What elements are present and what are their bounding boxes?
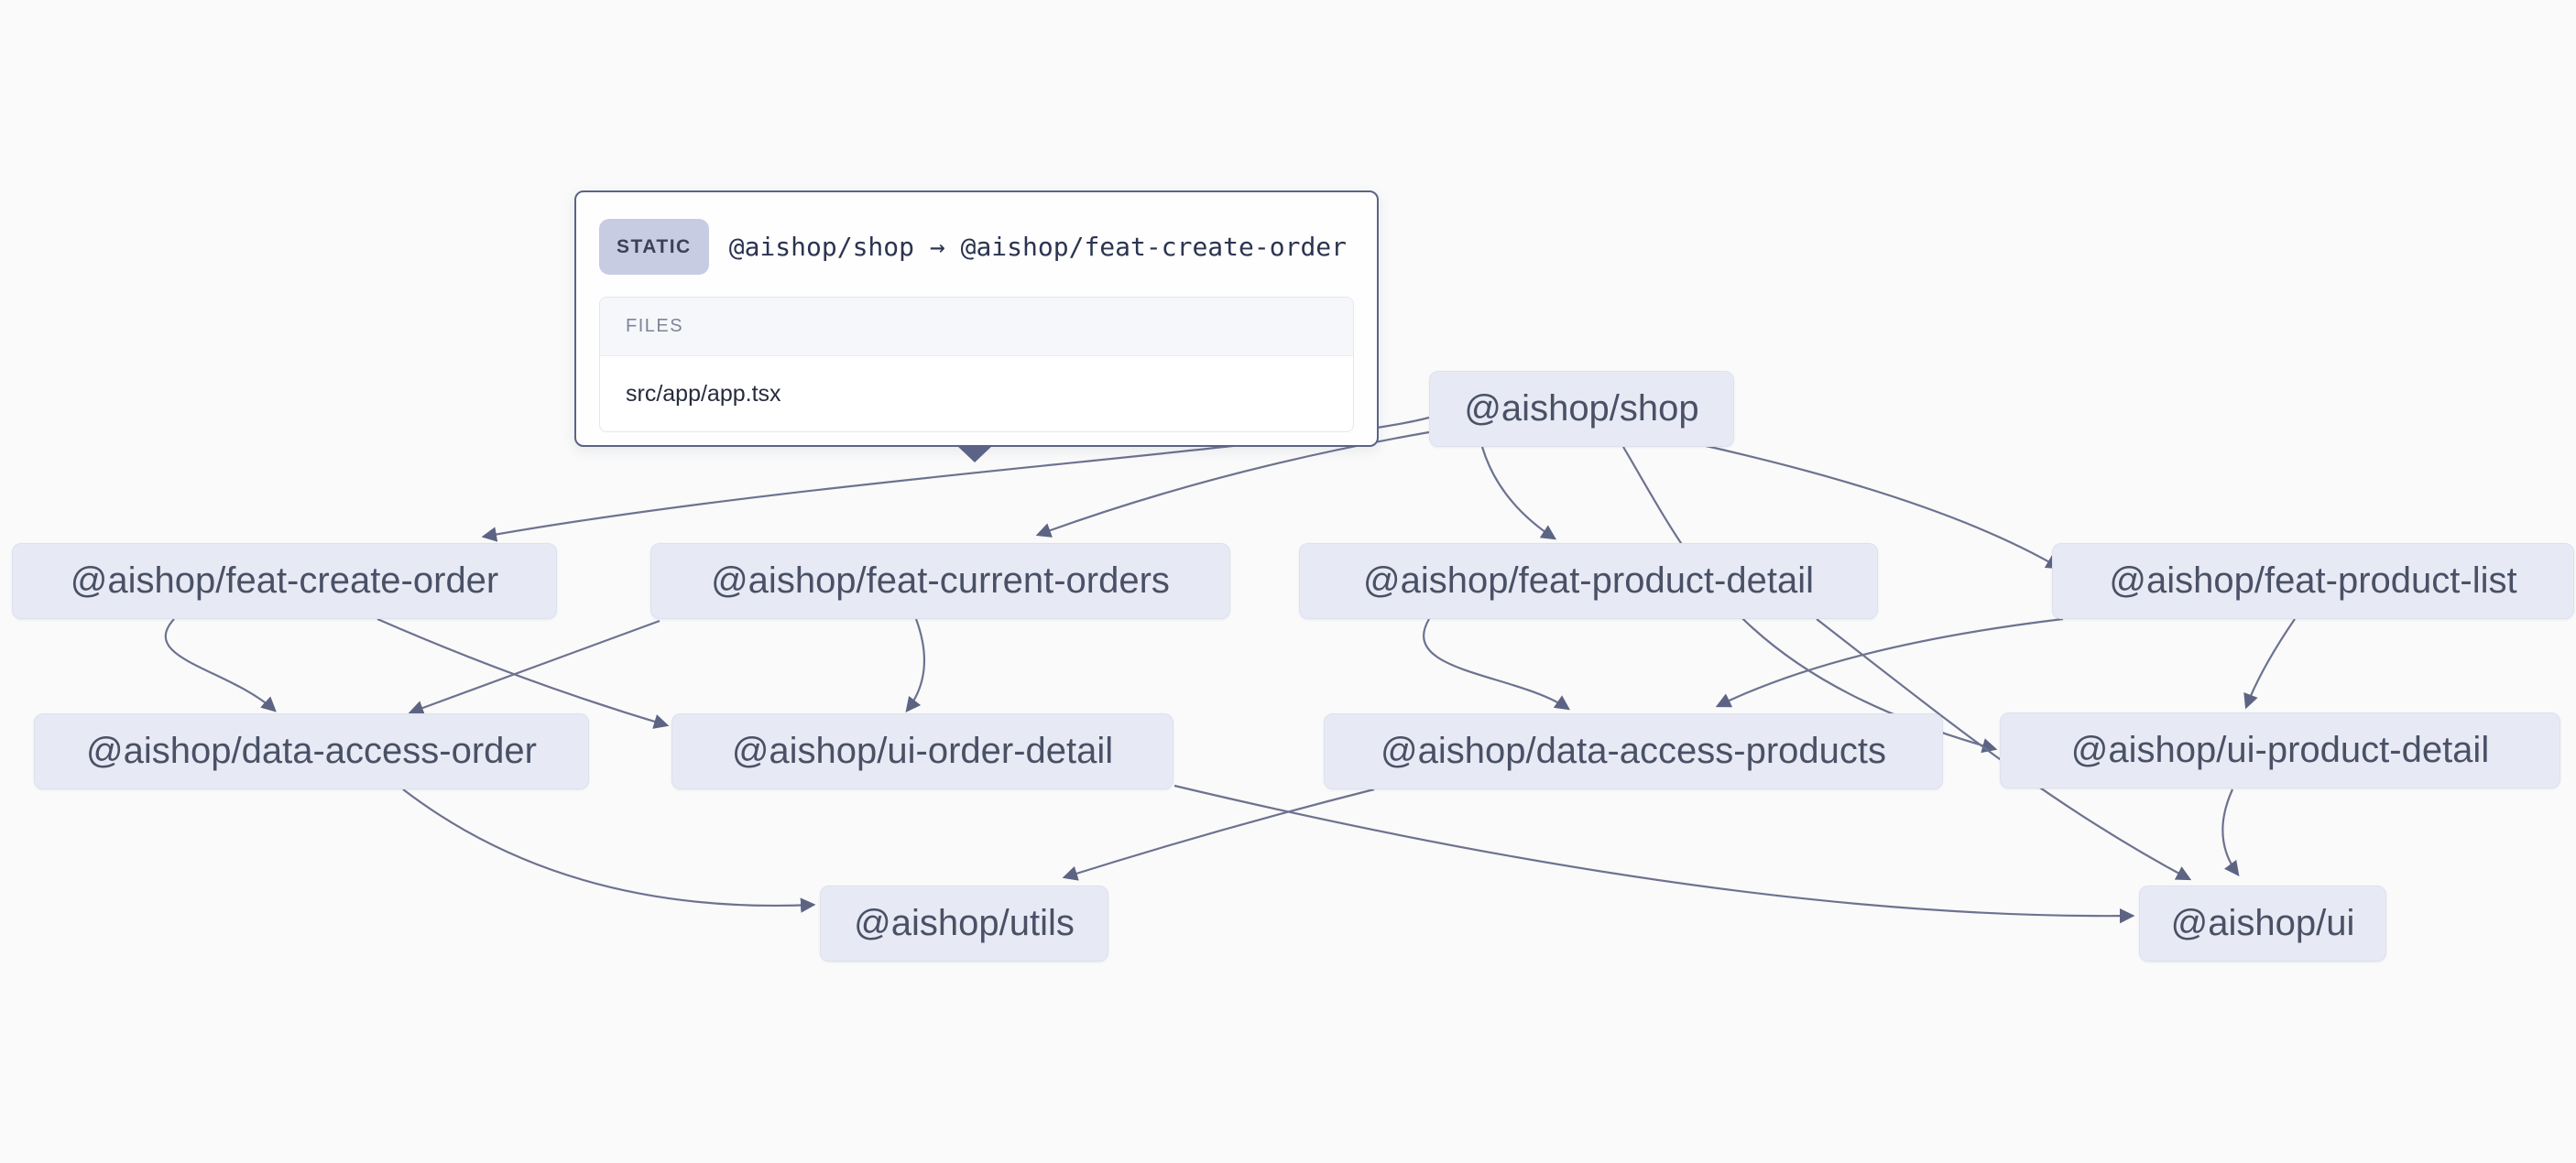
- edge-ui-order-detail->ui[interactable]: [1173, 784, 2135, 924]
- edge-relation: @aishop/shop → @aishop/feat-create-order: [728, 232, 1348, 262]
- graph-node-data-access-products[interactable]: @aishop/data-access-products: [1324, 713, 1943, 789]
- edge-ui-product-detail->ui[interactable]: [2221, 788, 2240, 876]
- edge-shop->feat-product-list[interactable]: [1701, 443, 2062, 570]
- edge-feat-create-order->ui-order-detail[interactable]: [377, 617, 670, 729]
- edge-feat-product-list->ui-product-detail[interactable]: [2243, 618, 2296, 710]
- file-item: src/app/app.tsx: [626, 380, 781, 407]
- graph-node-utils[interactable]: @aishop/utils: [820, 886, 1108, 962]
- graph-node-ui-order-detail[interactable]: @aishop/ui-order-detail: [671, 713, 1173, 789]
- edge-feat-current-orders->ui-order-detail[interactable]: [905, 618, 925, 712]
- graph-node-feat-current-orders[interactable]: @aishop/feat-current-orders: [650, 543, 1230, 619]
- files-header-label: FILES: [600, 298, 1353, 356]
- edge-data-access-order->utils[interactable]: [402, 788, 816, 913]
- edge-tooltip: STATIC @aishop/shop → @aishop/feat-creat…: [574, 190, 1379, 462]
- files-section: FILES src/app/app.tsx: [599, 297, 1354, 432]
- graph-node-ui[interactable]: @aishop/ui: [2139, 886, 2386, 962]
- edge-feat-product-detail->data-access-products[interactable]: [1423, 618, 1571, 711]
- tooltip-header: STATIC @aishop/shop → @aishop/feat-creat…: [599, 219, 1354, 275]
- edge-type-badge: STATIC: [599, 219, 709, 275]
- graph-node-feat-product-list[interactable]: @aishop/feat-product-list: [2052, 543, 2574, 619]
- graph-node-shop[interactable]: @aishop/shop: [1429, 371, 1734, 447]
- edge-feat-create-order->data-access-order[interactable]: [164, 618, 277, 712]
- graph-node-ui-product-detail[interactable]: @aishop/ui-product-detail: [2000, 712, 2560, 788]
- edge-feat-product-list->data-access-products[interactable]: [1715, 617, 2064, 708]
- edge-feat-current-orders->data-access-order[interactable]: [408, 619, 660, 715]
- edge-shop->feat-product-detail[interactable]: [1480, 446, 1557, 540]
- graph-node-feat-product-detail[interactable]: @aishop/feat-product-detail: [1299, 543, 1878, 619]
- graph-node-feat-create-order[interactable]: @aishop/feat-create-order: [12, 543, 557, 619]
- edge-data-access-products->utils[interactable]: [1062, 788, 1375, 881]
- graph-node-data-access-order[interactable]: @aishop/data-access-order: [34, 713, 589, 789]
- tooltip-caret-icon: [956, 445, 993, 462]
